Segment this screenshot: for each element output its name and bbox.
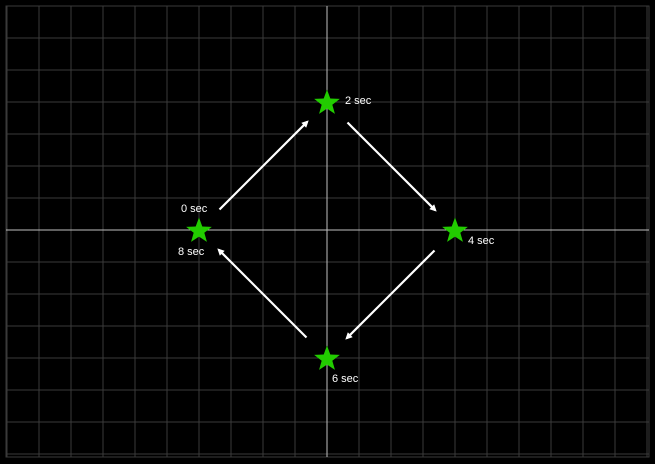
star-marker-2	[314, 89, 340, 114]
time-label-8-sec: 8 sec	[178, 246, 205, 258]
motion-arrow-2	[346, 121, 437, 212]
star-marker-1	[186, 217, 212, 242]
time-label-0-sec: 0 sec	[181, 203, 208, 215]
motion-arrow-4	[217, 248, 308, 339]
axes	[6, 6, 649, 457]
time-label-2-sec: 2 sec	[345, 95, 372, 107]
star-marker-3	[442, 217, 468, 242]
time-labels: 0 sec 2 sec 4 sec 6 sec 8 sec	[178, 95, 495, 385]
time-label-4-sec: 4 sec	[468, 235, 495, 247]
motion-arrow-1	[218, 120, 309, 211]
star-marker-4	[314, 345, 340, 370]
markers	[186, 89, 468, 370]
time-label-6-sec: 6 sec	[332, 373, 359, 385]
motion-arrow-3	[345, 249, 436, 340]
arrows	[217, 120, 437, 340]
